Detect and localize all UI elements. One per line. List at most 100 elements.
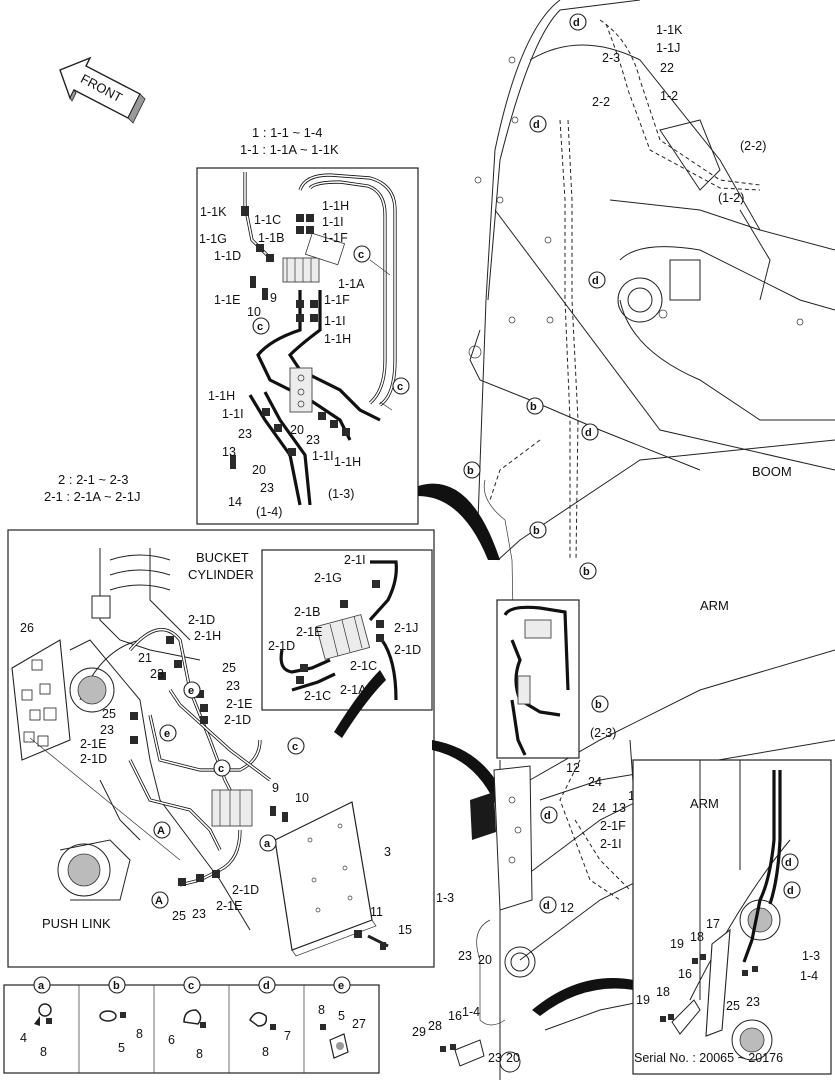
label-9: 9 bbox=[270, 291, 277, 305]
table-a-part-2: 8 bbox=[40, 1045, 47, 1059]
label-2-1E-l3: 2-1E bbox=[216, 899, 242, 913]
label-1-2: 1-2 bbox=[660, 89, 678, 103]
table-letter-c: c bbox=[188, 980, 194, 992]
label-23-boom-b: 23 bbox=[488, 1051, 502, 1065]
callout-b-5: b bbox=[595, 699, 602, 711]
callout-d-4: d bbox=[585, 427, 592, 439]
boom-area-label: BOOM bbox=[752, 464, 792, 479]
label-2-1C-b: 2-1C bbox=[304, 689, 331, 703]
callout-d-7: d bbox=[785, 857, 792, 869]
connector-swoosh-2 bbox=[432, 740, 510, 810]
box1-labels: 1-1K 1-1C 1-1G 1-1B 1-1D 1-1E 9 10 1-1H … bbox=[199, 199, 365, 519]
detail-table: a b c d e 4 8 5 8 6 8 8 7 8 5 27 bbox=[3, 976, 380, 1074]
table-e-part-3: 27 bbox=[352, 1017, 366, 1031]
label-23-boom: 23 bbox=[458, 949, 472, 963]
callout-d-2: d bbox=[533, 119, 540, 131]
label-23-b: 23 bbox=[306, 433, 320, 447]
detail-box-1 bbox=[196, 167, 419, 525]
label-29: 29 bbox=[412, 1025, 426, 1039]
label-1-4: 1-4 bbox=[462, 1005, 480, 1019]
label-1-4-inset: 1-4 bbox=[800, 969, 818, 983]
label-2-1H: 2-1H bbox=[194, 629, 221, 643]
front-direction-arrow: FRONT bbox=[59, 56, 146, 124]
view-marker-a-1: A bbox=[157, 825, 165, 837]
label-2-3: 2-3 bbox=[602, 51, 620, 65]
table-e-part-2: 5 bbox=[338, 1009, 345, 1023]
connector-swoosh-1 bbox=[418, 483, 500, 560]
label-20-boom: 20 bbox=[478, 953, 492, 967]
label-1-1H-mid: 1-1H bbox=[324, 332, 351, 346]
label-2-3-paren: (2-3) bbox=[590, 726, 616, 740]
label-2-1D-b: 2-1D bbox=[394, 643, 421, 657]
callout-e-1: e bbox=[188, 685, 194, 697]
callout-b-1: b bbox=[530, 401, 537, 413]
label-2-1J: 2-1J bbox=[394, 621, 418, 635]
label-2-1D-l2: 2-1D bbox=[224, 713, 251, 727]
callout-d-3: d bbox=[592, 275, 599, 287]
label-2-1D-l4: 2-1D bbox=[232, 883, 259, 897]
label-12-b: 12 bbox=[560, 901, 574, 915]
label-23-inset: 23 bbox=[746, 995, 760, 1009]
label-20-a: 20 bbox=[290, 423, 304, 437]
callout-d-6: d bbox=[543, 900, 550, 912]
label-2-1I-boom: 2-1I bbox=[600, 837, 622, 851]
label-1-1I-top: 1-1I bbox=[322, 215, 344, 229]
label-2-1I: 2-1I bbox=[344, 553, 366, 567]
label-23-l4: 23 bbox=[192, 907, 206, 921]
label-12-a: 12 bbox=[566, 761, 580, 775]
label-2-2-paren: (2-2) bbox=[740, 139, 766, 153]
label-11: 11 bbox=[370, 905, 383, 919]
label-2-1D-l3: 2-1D bbox=[80, 752, 107, 766]
legend-group1-line1: 1 : 1-1 ~ 1-4 bbox=[252, 125, 322, 140]
label-1-1A: 1-1A bbox=[338, 277, 365, 291]
label-22: 22 bbox=[660, 61, 674, 75]
callout-d-5: d bbox=[544, 810, 551, 822]
label-18-b: 18 bbox=[656, 985, 670, 999]
label-19-b: 19 bbox=[636, 993, 650, 1007]
label-1-1E: 1-1E bbox=[214, 293, 240, 307]
label-16-boom: 16 bbox=[448, 1009, 462, 1023]
callout-b-2: b bbox=[467, 465, 474, 477]
connector-swoosh-3 bbox=[532, 978, 634, 1016]
callout-b-4: b bbox=[583, 566, 590, 578]
label-1-2-paren: (1-2) bbox=[718, 191, 744, 205]
label-1-3-inset: 1-3 bbox=[802, 949, 820, 963]
label-1-1I-bot: 1-1I bbox=[312, 449, 334, 463]
callout-a-1: a bbox=[264, 838, 271, 850]
label-1-1H-bot: 1-1H bbox=[334, 455, 361, 469]
label-1-1J: 1-1J bbox=[656, 41, 680, 55]
boom-hoses bbox=[476, 19, 761, 1026]
bucket-label-2: CYLINDER bbox=[188, 567, 254, 582]
label-1-3-paren: (1-3) bbox=[328, 487, 354, 501]
label-23-l1: 23 bbox=[150, 667, 164, 681]
boom-callouts: d d d b d b b b b d d bbox=[463, 13, 609, 914]
label-1-1K: 1-1K bbox=[200, 205, 227, 219]
label-14: 14 bbox=[228, 495, 242, 509]
label-2-1C-a: 2-1C bbox=[350, 659, 377, 673]
label-2-1F: 2-1F bbox=[600, 819, 626, 833]
boom-structure bbox=[468, 0, 835, 1080]
label-10-l: 10 bbox=[295, 791, 309, 805]
callout-c-5: c bbox=[218, 763, 224, 775]
label-2-1B: 2-1B bbox=[294, 605, 320, 619]
label-2-1G: 2-1G bbox=[314, 571, 342, 585]
callout-d-8: d bbox=[787, 885, 794, 897]
push-link-label: PUSH LINK bbox=[42, 916, 111, 931]
label-2-1E-l2: 2-1E bbox=[80, 737, 106, 751]
table-d-part-1: 8 bbox=[262, 1045, 269, 1059]
boom-mini-box bbox=[496, 599, 580, 759]
label-2-2: 2-2 bbox=[592, 95, 610, 109]
label-2-1E-l1: 2-1E bbox=[226, 697, 252, 711]
label-13-b: 13 bbox=[612, 801, 626, 815]
label-1-1D: 1-1D bbox=[214, 249, 241, 263]
boom-labels: 1-1K 1-1J 2-3 22 2-2 1-2 (2-2) (1-2) (2-… bbox=[412, 23, 766, 1065]
label-19-a: 19 bbox=[670, 937, 684, 951]
table-d-part-2: 7 bbox=[284, 1029, 291, 1043]
label-2-1E: 2-1E bbox=[296, 625, 322, 639]
serial-number: Serial No. : 20065 ~ 20176 bbox=[634, 1051, 783, 1065]
box2-labels: 2-1I 2-1G 2-1B 2-1E 2-1D 2-1J 2-1D 2-1C … bbox=[268, 553, 421, 703]
label-25-inset: 25 bbox=[726, 999, 740, 1013]
label-23-l2: 23 bbox=[226, 679, 240, 693]
label-18-a: 18 bbox=[690, 930, 704, 944]
table-e-part-1: 8 bbox=[318, 1003, 325, 1017]
